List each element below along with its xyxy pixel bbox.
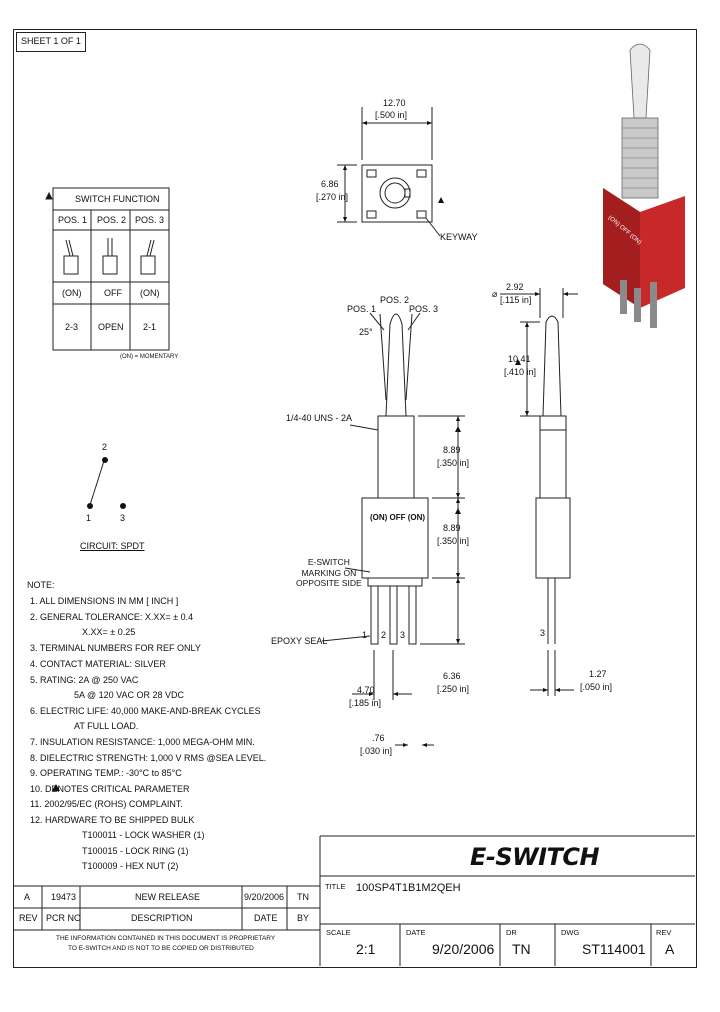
header-pos3: POS. 3 — [135, 215, 165, 225]
dwg-label: DWG — [561, 928, 580, 937]
side-pin-label: 3 — [540, 628, 546, 638]
note-line: AT FULL LOAD. — [74, 721, 139, 731]
state-pos2: OFF — [104, 288, 122, 298]
keyway-label: KEYWAY — [440, 232, 478, 242]
note-line: T100015 - LOCK RING (1) — [82, 846, 189, 856]
title-label: TITLE — [325, 882, 346, 891]
critical-triangle-icon — [52, 784, 60, 791]
header-pos2: POS. 2 — [97, 215, 127, 225]
note-line: 2. GENERAL TOLERANCE: X.XX= ± 0.4 — [30, 612, 194, 622]
note-line: 5. RATING: 2A @ 250 VAC — [30, 675, 139, 685]
circuit-pin2: 2 — [102, 442, 108, 452]
body-mm: 8.89 — [443, 523, 461, 533]
drawing-title: 100SP4T1B1M2QEH — [356, 882, 461, 894]
rev-header: REV — [19, 913, 38, 923]
date-cell: 9/20/2006 — [244, 892, 285, 902]
side-pin-in: [.050 in] — [580, 682, 613, 692]
thread-label: 1/4-40 UNS - 2A — [286, 413, 353, 423]
desc-header: DESCRIPTION — [131, 913, 193, 923]
pin-in: [.030 in] — [360, 746, 393, 756]
e-switch-logo: E-SWITCH — [470, 843, 600, 871]
by-cell: TN — [297, 892, 309, 902]
note-line: T100011 - LOCK WASHER (1) — [82, 830, 205, 840]
front-pin3: 3 — [400, 630, 406, 640]
top-height-in: [.270 in] — [316, 192, 349, 202]
body-in: [.350 in] — [437, 536, 470, 546]
note-line: 4. CONTACT MATERIAL: SILVER — [30, 659, 166, 669]
note-line: 6. ELECTRIC LIFE: 40,000 MAKE-AND-BREAK … — [30, 706, 261, 716]
note-line: 8. DIELECTRIC STRENGTH: 1,000 V RMS @SEA… — [30, 753, 267, 763]
state-pos1: (ON) — [62, 288, 82, 298]
top-width-in: [.500 in] — [375, 110, 408, 120]
conn-pos3: 2-1 — [143, 322, 157, 332]
dwg-value: ST114001 — [582, 941, 646, 957]
date-header: DATE — [254, 913, 278, 923]
switch-3d-render: (ON) OFF (ON) — [603, 43, 685, 328]
date-value: 9/20/2006 — [432, 941, 495, 957]
sheet-label-box — [16, 32, 86, 52]
angle-label: 25° — [359, 327, 373, 337]
note-line: 11. 2002/95/EC (ROHS) COMPLAINT. — [30, 799, 183, 809]
momentary-footnote: (ON) = MOMENTARY — [120, 354, 179, 360]
conn-pos2: OPEN — [98, 322, 124, 332]
scale-value: 2:1 — [356, 941, 376, 957]
note-line: 10. DENOTES CRITICAL PARAMETER — [30, 784, 190, 794]
dr-value: TN — [512, 941, 531, 957]
circuit-pin3: 3 — [120, 513, 126, 523]
by-header: BY — [297, 913, 310, 923]
note-line: 7. INSULATION RESISTANCE: 1,000 MEGA-OHM… — [30, 737, 255, 747]
note-line: 12. HARDWARE TO BE SHIPPED BULK — [30, 815, 195, 825]
desc-cell: NEW RELEASE — [135, 892, 201, 902]
rev-value: A — [665, 941, 675, 957]
side-dia-mm: 2.92 — [506, 282, 524, 292]
rev-label: REV — [656, 928, 672, 937]
scale-label: SCALE — [326, 928, 351, 937]
circuit-label: CIRCUIT: SPDT — [80, 541, 145, 551]
pitch-mm: 4.70 — [357, 685, 375, 695]
note-line: T100009 - HEX NUT (2) — [82, 861, 179, 871]
term-mm: 6.36 — [443, 671, 461, 681]
switch-function-title: SWITCH FUNCTION — [75, 194, 160, 204]
bushing-in: [.350 in] — [437, 458, 470, 468]
pcr-header: PCR NO — [46, 913, 82, 923]
note-line: 5A @ 120 VAC OR 28 VDC — [74, 690, 185, 700]
rev-cell: A — [24, 892, 31, 902]
note-line: 1. ALL DIMENSIONS IN MM [ INCH ] — [30, 596, 179, 606]
sheet-label: SHEET 1 OF 1 — [21, 36, 81, 46]
note-line: X.XX= ± 0.25 — [82, 627, 136, 637]
disclaimer-line1: THE INFORMATION CONTAINED IN THIS DOCUME… — [56, 935, 276, 942]
conn-pos1: 2-3 — [65, 322, 79, 332]
note-line: 9. OPERATING TEMP.: -30°C to 85°C — [30, 768, 182, 778]
marking-note: E-SWITCH MARKING ON OPPOSITE SIDE — [296, 557, 362, 589]
top-width-mm: 12.70 — [383, 98, 406, 108]
pos2-label: POS. 2 — [380, 295, 410, 305]
side-lever-mm: 10.41 — [508, 354, 531, 364]
pcr-cell: 19473 — [51, 892, 77, 902]
body-marking: (ON) OFF (ON) — [370, 513, 426, 522]
side-dia-in: [.115 in] — [500, 295, 532, 305]
header-pos1: POS. 1 — [58, 215, 88, 225]
pin-mm: .76 — [372, 733, 385, 743]
epoxy-label: EPOXY SEAL — [271, 636, 328, 646]
circuit-pin1: 1 — [86, 513, 92, 523]
side-dia-symbol: ⌀ — [492, 289, 498, 299]
note-line: 3. TERMINAL NUMBERS FOR REF ONLY — [30, 643, 201, 653]
top-height-mm: 6.86 — [321, 179, 339, 189]
front-pin2: 2 — [381, 630, 387, 640]
dr-label: DR — [506, 928, 517, 937]
pitch-in: [.185 in] — [349, 698, 382, 708]
state-pos3: (ON) — [140, 288, 160, 298]
disclaimer-line2: TO E-SWITCH AND IS NOT TO BE COPIED OR D… — [68, 945, 254, 952]
drawing-frame — [13, 29, 697, 968]
side-pin-mm: 1.27 — [589, 669, 607, 679]
front-pin1: 1 — [362, 630, 368, 640]
bushing-mm: 8.89 — [443, 445, 461, 455]
side-lever-in: [.410 in] — [504, 367, 537, 377]
term-in: [.250 in] — [437, 684, 470, 694]
pos1-label: POS. 1 — [347, 304, 377, 314]
notes-title: NOTE: — [27, 580, 55, 590]
pos3-label: POS. 3 — [409, 304, 439, 314]
date-label: DATE — [406, 928, 426, 937]
